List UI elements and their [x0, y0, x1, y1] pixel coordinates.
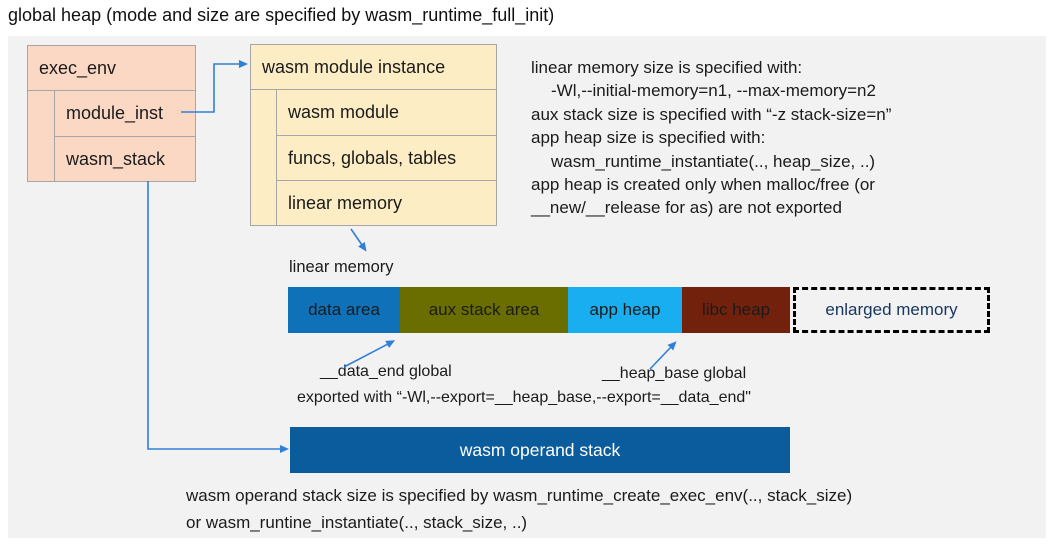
- note-line: wasm_runtime_instantiate(.., heap_size, …: [551, 151, 876, 171]
- segment-app-heap: app heap: [568, 287, 682, 333]
- exec-env-indent-strip: [28, 91, 54, 181]
- linear-memory-label: linear memory: [289, 258, 394, 276]
- exec-env-field-wasm-stack: wasm_stack: [55, 136, 195, 181]
- exec-env-field-module-inst: module_inst: [66, 103, 164, 123]
- module-instance-header: wasm module instance: [251, 45, 496, 90]
- note-line: app heap size is specified with:: [531, 128, 766, 148]
- exec-env-box: exec_env module_inst wasm_stack: [27, 45, 196, 182]
- note-line: __new/__release for as) are not exported: [531, 198, 842, 218]
- wasm-operand-stack-label: wasm operand stack: [459, 439, 621, 460]
- note-line: aux stack size is specified with “-z sta…: [531, 104, 892, 124]
- export-flags-note: exported with “-Wl,--export=__heap_base,…: [297, 389, 751, 406]
- module-instance-field-funcs-globals-tables: funcs, globals, tables: [277, 135, 496, 180]
- module-instance-box: wasm module instance wasm module funcs, …: [250, 44, 497, 226]
- note-line: linear memory size is specified with:: [531, 58, 803, 77]
- segment-aux-stack-area: aux stack area: [400, 287, 568, 333]
- wasm-operand-stack-bar: wasm operand stack: [290, 427, 790, 473]
- segment-data-area: data area: [288, 287, 400, 333]
- exec-env-header: exec_env: [28, 46, 195, 91]
- operand-stack-notes: wasm operand stack size is specified by …: [186, 482, 852, 536]
- data-end-global-label: __data_end global: [320, 363, 452, 380]
- heap-base-global-label: __heap_base global: [602, 365, 747, 382]
- segment-enlarged-memory: enlarged memory: [793, 287, 990, 333]
- note-line: or wasm_runtine_instantiate(.., stack_si…: [186, 513, 528, 532]
- module-instance-field-wasm-module: wasm module: [288, 102, 400, 122]
- note-line: -Wl,--initial-memory=n1, --max-memory=n2: [551, 81, 876, 101]
- diagram-title: global heap (mode and size are specified…: [8, 5, 555, 25]
- module-instance-indent-strip: [251, 90, 276, 225]
- linear-memory-bar: data area aux stack area app heap libc h…: [288, 287, 790, 333]
- note-line: wasm operand stack size is specified by …: [186, 486, 853, 505]
- segment-libc-heap: libc heap: [682, 287, 790, 333]
- memory-size-notes: linear memory size is specified with: -W…: [531, 56, 891, 220]
- note-line: app heap is created only when malloc/fre…: [531, 175, 875, 195]
- module-instance-field-linear-memory: linear memory: [277, 180, 496, 225]
